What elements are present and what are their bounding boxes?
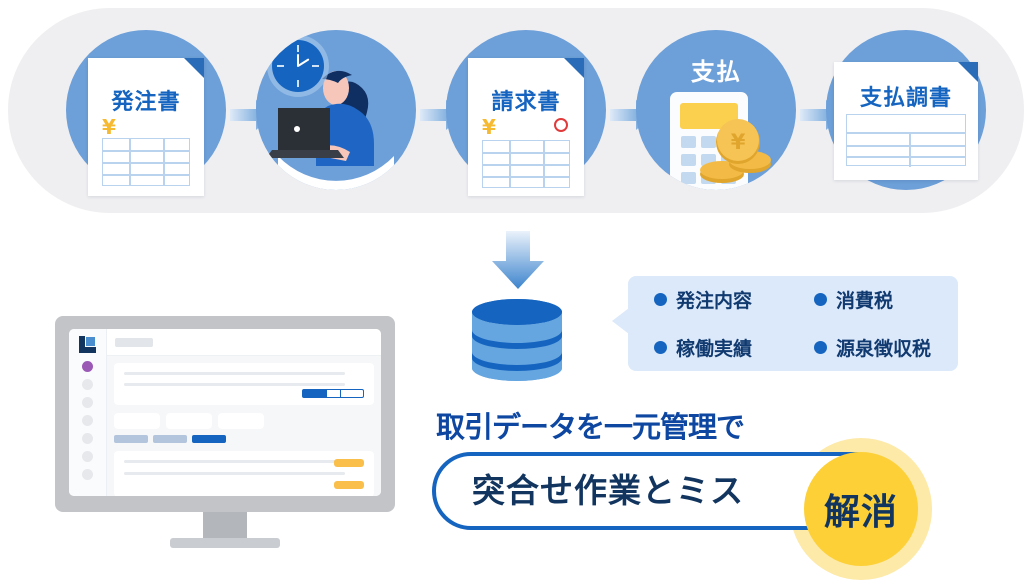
- page-headline: 取引データを一元管理で: [436, 410, 745, 444]
- callout-item-label: 源泉徴収税: [836, 337, 932, 360]
- laptop-icon: [266, 108, 344, 158]
- flow-step-invoice: 請求書 ¥: [446, 30, 606, 196]
- document-shape: 請求書 ¥: [468, 58, 584, 196]
- chip-row: [114, 435, 374, 443]
- table-icon: [482, 140, 570, 188]
- callout-item: 発注内容: [654, 286, 814, 313]
- flow-step-label: 請求書: [491, 90, 561, 115]
- clock-icon: [272, 40, 324, 92]
- callout-item-label: 稼働実績: [676, 337, 753, 360]
- bullet-icon: [814, 340, 827, 354]
- chip-1[interactable]: [114, 435, 148, 443]
- app-header: [107, 329, 381, 356]
- table-icon: [102, 138, 190, 186]
- progress-bar: [302, 389, 364, 398]
- yen-icon: ¥: [102, 115, 116, 139]
- callout-item-label: 発注内容: [676, 290, 753, 313]
- monitor-mockup: [55, 316, 395, 548]
- sidebar-item[interactable]: [82, 469, 93, 480]
- app-content: [107, 356, 381, 496]
- database-icon: [470, 298, 564, 381]
- tab-row: [114, 413, 374, 429]
- app-logo-icon: [79, 336, 96, 353]
- flow-step-label: 発注書: [111, 90, 181, 115]
- bullet-icon: [654, 293, 667, 307]
- flow-step-payment-record: 支払調書: [826, 30, 986, 190]
- flow-step-payment: 支払: [636, 30, 796, 190]
- header-title-placeholder: [115, 338, 153, 347]
- data-callout-box: 発注内容 消費税 稼働実績 源泉徴収税: [612, 276, 958, 371]
- tab-3[interactable]: [218, 413, 264, 429]
- sidebar-item[interactable]: [82, 397, 93, 408]
- svg-text:¥: ¥: [731, 130, 746, 154]
- stamp-icon: [554, 118, 568, 132]
- flow-step-disc: [256, 30, 416, 190]
- document-shape: 発注書 ¥: [88, 58, 204, 196]
- page-fold-icon: [958, 62, 978, 82]
- callout-item: 源泉徴収税: [814, 334, 984, 361]
- monitor-foot: [170, 538, 280, 548]
- sidebar-item[interactable]: [82, 415, 93, 426]
- sidebar-item[interactable]: [82, 433, 93, 444]
- page-fold-icon: [184, 58, 204, 78]
- document-shape: 支払調書: [834, 62, 978, 180]
- sidebar-item[interactable]: [82, 379, 93, 390]
- down-arrow-icon: [492, 231, 544, 293]
- status-badge: [334, 481, 364, 489]
- tab-2[interactable]: [166, 413, 212, 429]
- callout-item: 消費税: [814, 286, 984, 313]
- monitor-neck: [203, 512, 247, 538]
- monitor-screen: [69, 329, 381, 496]
- monitor-frame: [55, 316, 395, 512]
- process-flow-banner: 発注書 ¥: [8, 8, 1024, 213]
- callout-item: 稼働実績: [654, 334, 814, 361]
- sidebar-item[interactable]: [82, 451, 93, 462]
- flow-step-operator: [256, 30, 416, 190]
- flow-step-purchase-order: 発注書 ¥: [66, 30, 226, 196]
- tab-1[interactable]: [114, 413, 160, 429]
- result-badge: 解消: [804, 452, 918, 566]
- sidebar-item-active[interactable]: [82, 361, 93, 372]
- callout-item-label: 消費税: [836, 290, 894, 313]
- summary-card: [114, 363, 374, 405]
- flow-step-label: 支払: [691, 58, 741, 86]
- flow-step-label: 支払調書: [859, 86, 952, 111]
- list-card: [114, 451, 374, 496]
- result-badge-text: 解消: [823, 492, 898, 533]
- bullet-icon: [814, 293, 827, 307]
- callout-tail: [612, 308, 629, 334]
- status-badge: [334, 459, 364, 467]
- bullet-icon: [654, 340, 667, 354]
- result-banner-text: 突合せ作業とミス: [472, 471, 744, 510]
- table-icon: [846, 114, 966, 167]
- app-sidebar: [69, 329, 107, 496]
- yen-icon: ¥: [482, 115, 496, 139]
- chip-2[interactable]: [153, 435, 187, 443]
- chip-3-active[interactable]: [192, 435, 226, 443]
- flow-step-disc: 支払: [636, 30, 796, 190]
- page-fold-icon: [564, 58, 584, 78]
- process-flow-row: 発注書 ¥: [8, 8, 1024, 213]
- coins-icon: ¥: [700, 119, 771, 183]
